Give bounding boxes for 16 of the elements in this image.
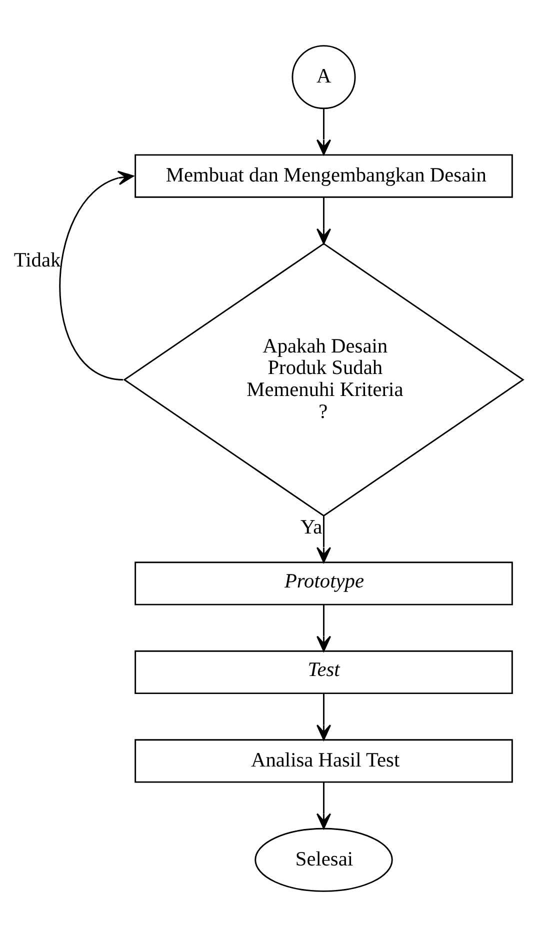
arrow: [316, 782, 332, 830]
arrow: [316, 694, 332, 740]
arrow: [316, 604, 332, 652]
node-box: Analisa Hasil Test: [134, 739, 513, 783]
arrow: [316, 516, 332, 563]
node-box: Prototype: [134, 562, 513, 606]
node-circle: A: [292, 45, 356, 110]
edge-label: Ya: [300, 516, 322, 539]
edge-label: Tidak: [14, 249, 61, 272]
node-box: Membuat dan Mengembangkan Desain: [134, 154, 513, 198]
arrow: [59, 170, 134, 380]
node-box: Test: [134, 650, 513, 694]
node-ellipse: Selesai: [254, 828, 393, 892]
arrow: [316, 108, 332, 156]
arrow: [316, 198, 332, 244]
node-diamond: Apakah Desain Produk Sudah Memenuhi Kriteria ?: [123, 242, 524, 517]
